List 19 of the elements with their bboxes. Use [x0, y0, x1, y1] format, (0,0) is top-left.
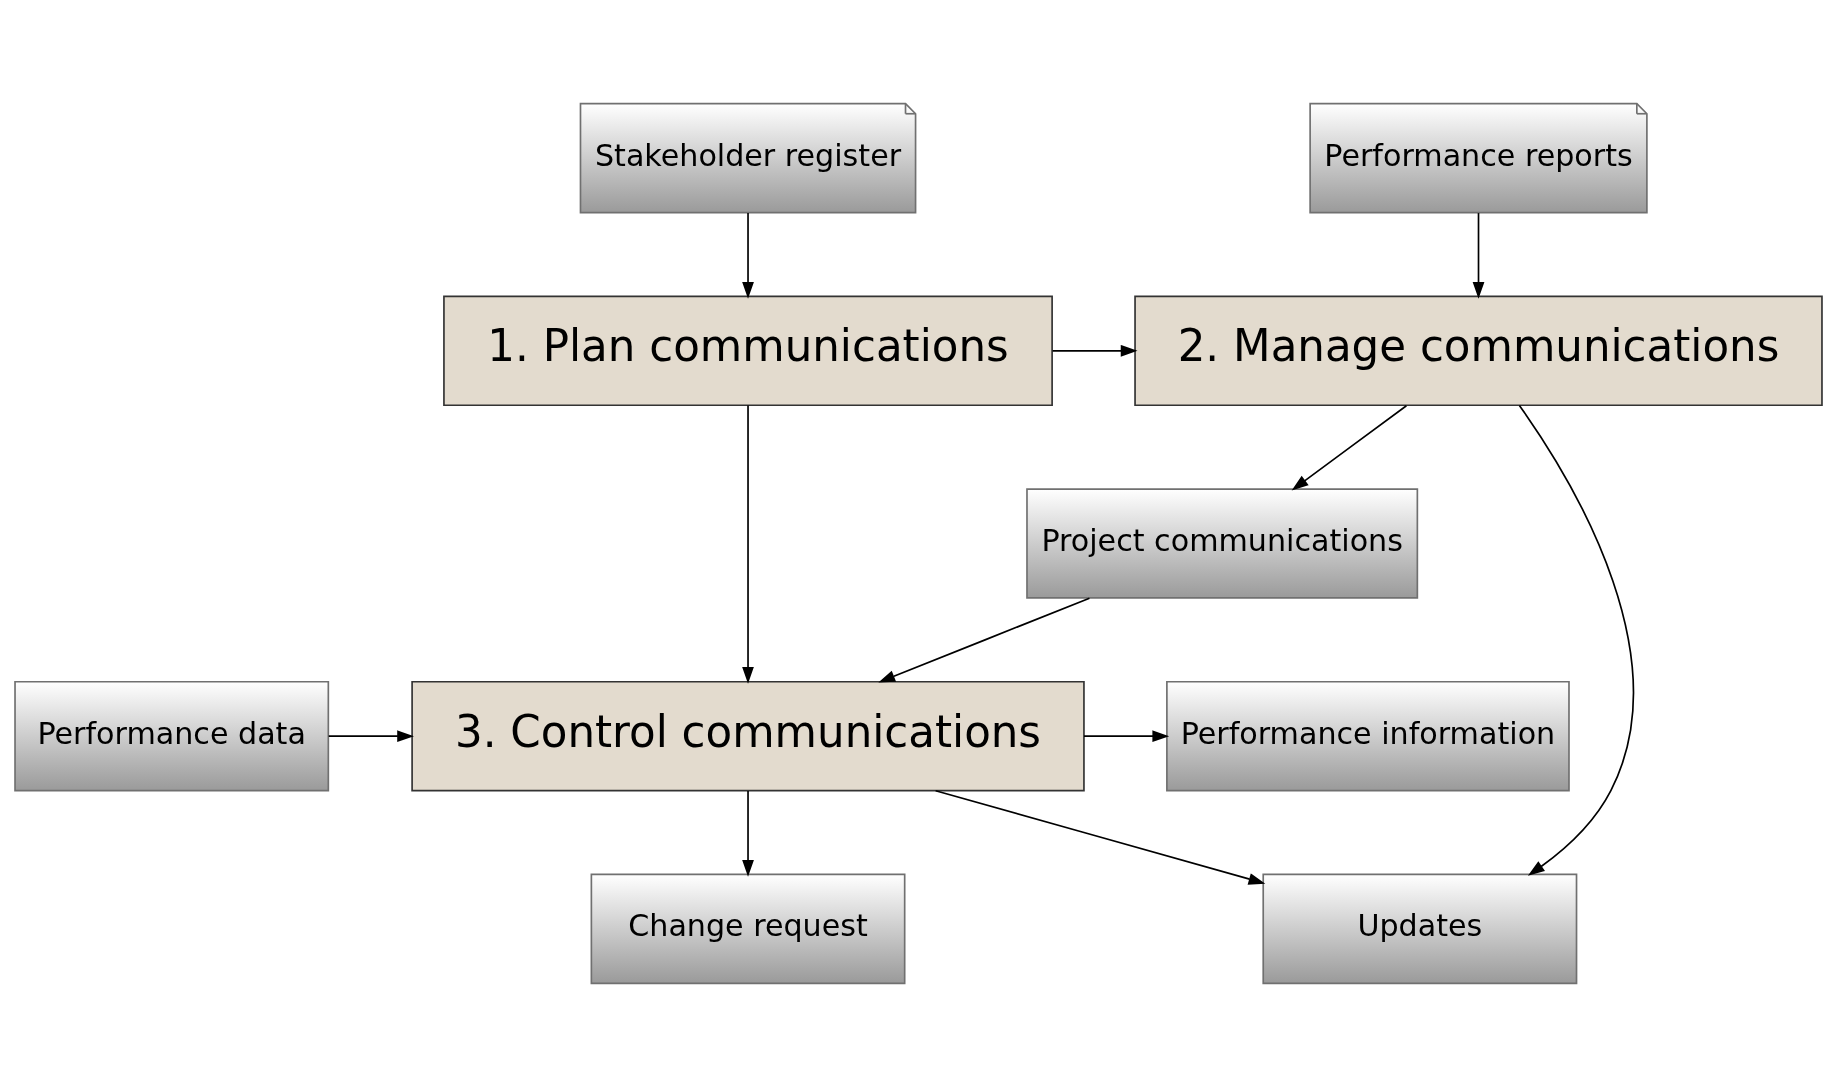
arrow — [1518, 404, 1635, 876]
node-box: Project communications — [1026, 487, 1419, 599]
arrow — [742, 211, 754, 299]
node-box: Change request — [590, 873, 906, 984]
arrow — [1051, 344, 1138, 357]
arrow — [742, 789, 754, 877]
node-box: 1. Plan communications — [443, 295, 1053, 406]
arrow — [742, 404, 754, 684]
arrow — [878, 596, 1091, 682]
node-box: 3. Control communications — [411, 680, 1085, 791]
arrow — [1083, 729, 1170, 742]
arrow — [934, 789, 1266, 885]
node-box: Performance information — [1166, 680, 1570, 791]
node-box: Performance data — [14, 680, 330, 791]
arrow — [1472, 211, 1485, 299]
node-box: 2. Manage communications — [1134, 295, 1823, 406]
node-box: Updates — [1262, 873, 1578, 984]
arrow — [1291, 404, 1408, 490]
arrow — [327, 729, 414, 742]
